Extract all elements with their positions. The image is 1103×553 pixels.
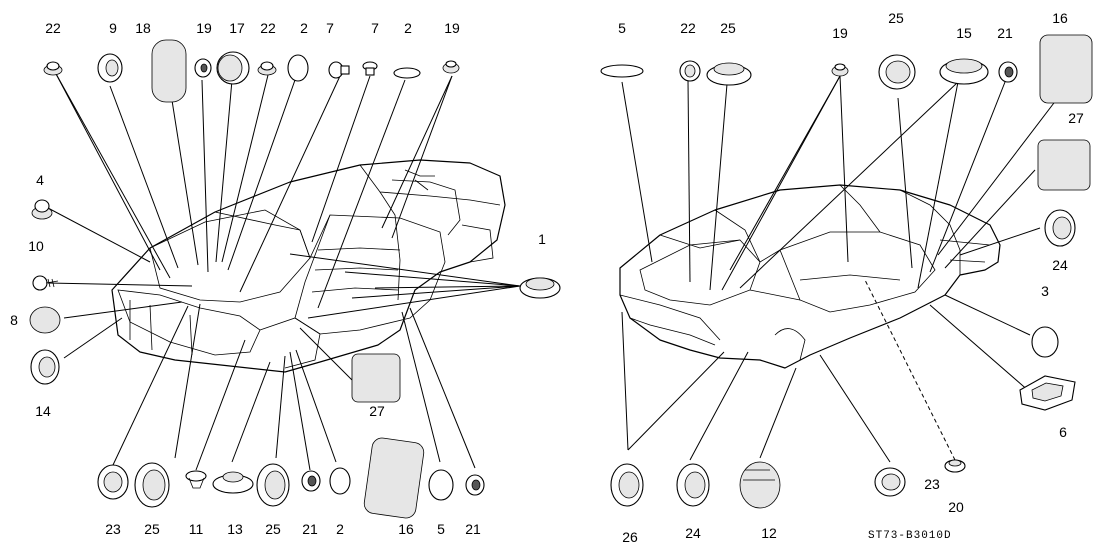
grommet-9-icon xyxy=(97,53,123,83)
label-12: 12 xyxy=(761,525,777,541)
grommet-20-icon xyxy=(944,459,966,473)
label-7b: 7 xyxy=(371,20,379,36)
plug-17-icon xyxy=(216,51,250,85)
grommet-13-icon xyxy=(212,471,254,494)
label-8: 8 xyxy=(10,312,18,328)
label-19-right: 19 xyxy=(832,25,848,41)
label-13: 13 xyxy=(227,521,243,537)
plug-12-icon xyxy=(739,461,781,509)
left-parts xyxy=(29,39,561,519)
label-21-right: 21 xyxy=(997,25,1013,41)
label-11: 11 xyxy=(189,521,204,537)
label-16: 16 xyxy=(398,521,414,537)
label-19b: 19 xyxy=(444,20,460,36)
label-4: 4 xyxy=(36,172,44,188)
seal-3-icon xyxy=(1031,326,1059,358)
grommet-25b-right-icon xyxy=(878,54,916,90)
label-21: 21 xyxy=(302,521,318,537)
grommet-1-icon xyxy=(519,277,561,299)
grommet-24-bottom-icon xyxy=(676,463,710,507)
grommet-23-icon xyxy=(97,464,129,500)
label-23-right: 23 xyxy=(924,476,940,492)
right-labels: 5 22 25 19 25 15 21 16 27 24 3 6 26 24 1… xyxy=(618,10,1084,545)
label-18: 18 xyxy=(135,20,151,36)
grommet-4-icon xyxy=(31,199,53,220)
label-19: 19 xyxy=(196,20,212,36)
plug-8-icon xyxy=(29,306,61,334)
label-25b: 25 xyxy=(265,521,281,537)
right-leader-lines xyxy=(621,75,1061,463)
grommet-26-icon xyxy=(610,463,644,507)
clip-7b-icon xyxy=(362,61,378,76)
label-25: 25 xyxy=(144,521,160,537)
label-14: 14 xyxy=(35,403,51,419)
label-3: 3 xyxy=(1041,283,1049,299)
label-2b: 2 xyxy=(404,20,412,36)
grommet-14-icon xyxy=(30,349,60,385)
grommet-25-icon xyxy=(134,462,170,508)
drawing-code: ST73-B3010D xyxy=(868,530,952,542)
label-24b-right: 24 xyxy=(685,525,701,541)
grommet-25b-icon xyxy=(256,463,290,507)
label-17: 17 xyxy=(229,20,245,36)
seal-5-right-icon xyxy=(600,64,644,78)
grommet-23-right-icon xyxy=(874,467,906,497)
plug-16-right-icon xyxy=(1039,34,1093,104)
seal-5-icon xyxy=(428,469,454,501)
grommet-22-right-icon xyxy=(679,60,701,82)
grommet-21-icon xyxy=(301,470,321,492)
label-25b-right: 25 xyxy=(888,10,904,26)
label-5-right: 5 xyxy=(618,20,626,36)
label-10: 10 xyxy=(28,238,44,254)
right-parts xyxy=(600,34,1093,509)
label-16-right: 16 xyxy=(1052,10,1068,26)
label-27-right: 27 xyxy=(1068,110,1084,126)
label-22b: 22 xyxy=(260,20,276,36)
label-25-right: 25 xyxy=(720,20,736,36)
label-7: 7 xyxy=(326,20,334,36)
grommet-6-icon xyxy=(1019,375,1076,411)
label-9: 9 xyxy=(109,20,117,36)
grommet-25-right-icon xyxy=(706,62,752,86)
grommet-21b-icon xyxy=(465,474,485,496)
clip-11-icon xyxy=(185,470,207,489)
label-20: 20 xyxy=(948,499,964,515)
label-22-right: 22 xyxy=(680,20,696,36)
grommet-19-right-icon xyxy=(831,63,849,77)
label-1: 1 xyxy=(538,231,546,247)
grommet-19b-icon xyxy=(442,60,460,74)
grommet-15-icon xyxy=(939,58,989,85)
label-26: 26 xyxy=(622,529,638,545)
pad-27-right-icon xyxy=(1037,139,1091,191)
screw-10-icon xyxy=(32,275,59,291)
grommet-22-icon xyxy=(43,61,63,76)
pad-27-icon xyxy=(351,353,401,403)
label-23: 23 xyxy=(105,521,121,537)
label-6: 6 xyxy=(1059,424,1067,440)
label-24-right: 24 xyxy=(1052,257,1068,273)
seal-2b-icon xyxy=(393,67,421,79)
label-2c: 2 xyxy=(336,521,344,537)
label-2: 2 xyxy=(300,20,308,36)
left-leader-lines xyxy=(47,71,521,471)
clip-7-icon xyxy=(328,61,350,79)
grommet-19-icon xyxy=(194,58,212,78)
seal-2c-icon xyxy=(329,467,351,495)
left-car-body xyxy=(111,159,506,373)
left-labels: 22 9 18 19 17 22 2 7 7 2 19 4 10 8 14 1 … xyxy=(10,20,546,537)
label-27: 27 xyxy=(369,403,385,419)
grommet-24-icon xyxy=(1044,209,1076,247)
label-15: 15 xyxy=(956,25,972,41)
grommet-22b-icon xyxy=(257,61,277,76)
label-21b: 21 xyxy=(465,521,481,537)
plug-16-icon xyxy=(363,437,425,519)
plug-18-icon xyxy=(151,39,187,103)
right-car-body xyxy=(619,184,1001,369)
grommet-21-right-icon xyxy=(998,61,1018,83)
label-5: 5 xyxy=(437,521,445,537)
label-22: 22 xyxy=(45,20,61,36)
seal-2-icon xyxy=(287,54,309,82)
